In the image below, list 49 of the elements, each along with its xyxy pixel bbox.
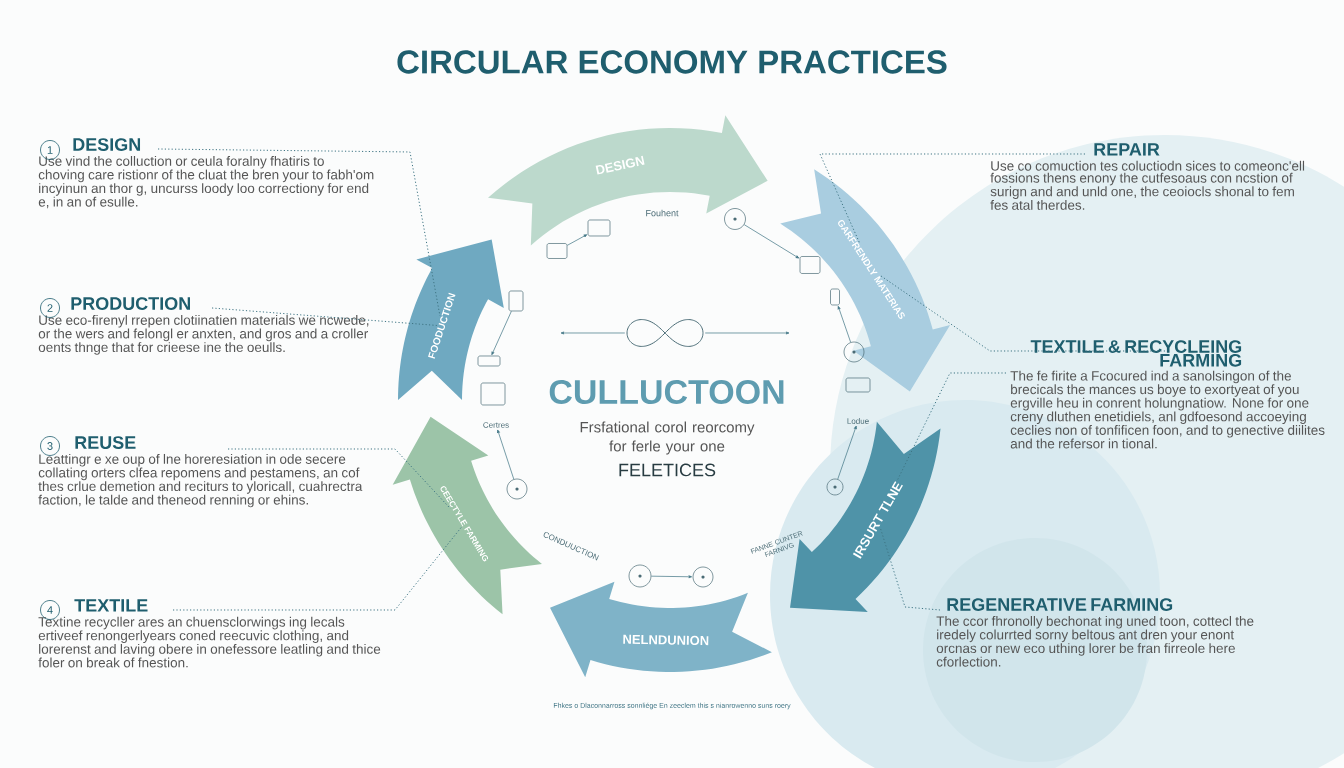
arrow — [560, 331, 626, 335]
sketch-box — [587, 219, 611, 237]
callout-number: 3 — [40, 436, 60, 456]
center-text: FELETICES — [619, 463, 716, 477]
leader-line — [879, 527, 941, 611]
heading: TEXTILE — [74, 599, 148, 612]
sketch-box — [845, 377, 871, 393]
arrow — [651, 575, 692, 579]
leader-line — [819, 153, 1086, 244]
body-text: Leattingr e xe oup of lne horeresiation in ode secere collating orters clfea repomens and pestamens, an cof thes crlue demetion and reciturs to yloricall, cuahrectra faction, le talde and theneod renning or ehins. — [38, 453, 363, 508]
sketch-box — [799, 256, 821, 274]
arrow — [497, 429, 515, 480]
body-text: Use co comuction tes coluctiodn sices to comeonc'ell fossions thens enony the cutfesoaus con ncstion of surign and and unld one, the ceoiocls shonal to fem fes atal therdes. — [990, 160, 1305, 210]
arrow — [491, 311, 512, 356]
arrow — [837, 425, 857, 480]
leader-line — [880, 275, 1166, 352]
circle-icon — [724, 208, 746, 230]
sketch-box — [546, 243, 568, 259]
leader-line — [211, 307, 438, 326]
icon-caption: Fouhent — [646, 209, 679, 217]
heading: REUSE — [75, 436, 136, 449]
circle-icon — [628, 564, 652, 588]
heading: REPAIR — [1094, 143, 1160, 156]
icon-caption: Lodue — [847, 418, 869, 424]
infinity-icon — [626, 319, 704, 347]
arrow — [704, 331, 790, 335]
arrow — [837, 305, 851, 343]
heading: DESIGN — [73, 138, 140, 151]
sketch-box — [477, 355, 501, 367]
body-text: The fe firite a Fcocured ind a sanolsingon of the brecicals the mances us boye to exortyeat of you ergville heu in conrent holungnatiow. None for one creny dluthen enetidiels, anl gdfoesond accoeying ceclies non of tonfificen foon, and to genective diilites and the refersor in tional. — [1010, 370, 1325, 449]
body-text: The ccor fhronolly bechonat ing uned toon, cottecl the iredely colurrted sorny beltous ant dren your enont orcnas or new eco uthing lorer be fran firreole here cforlection. — [936, 615, 1254, 667]
circle-icon — [692, 566, 714, 588]
circle-icon — [843, 341, 865, 363]
heading: REGENERATIVE FARMING — [947, 598, 1173, 611]
sketch-box — [830, 288, 840, 306]
arrow — [743, 224, 800, 259]
leader-line — [896, 372, 1007, 481]
title: CIRCULAR ECONOMY PRACTICES — [397, 50, 947, 74]
arrow — [567, 234, 588, 246]
heading: TEXTILE & RECYCLEING FARMING — [1030, 340, 1242, 367]
circle-icon — [506, 478, 528, 500]
icon-caption: Certres — [483, 422, 509, 428]
subtitle: Frsfational corol reorcomy for ferle your one — [580, 421, 755, 455]
sketch-box — [480, 382, 506, 406]
sketch-box — [508, 290, 524, 312]
leader-line — [157, 148, 441, 317]
leader-line — [227, 448, 451, 510]
circle-icon — [826, 478, 844, 496]
heading: PRODUCTION — [71, 297, 190, 310]
